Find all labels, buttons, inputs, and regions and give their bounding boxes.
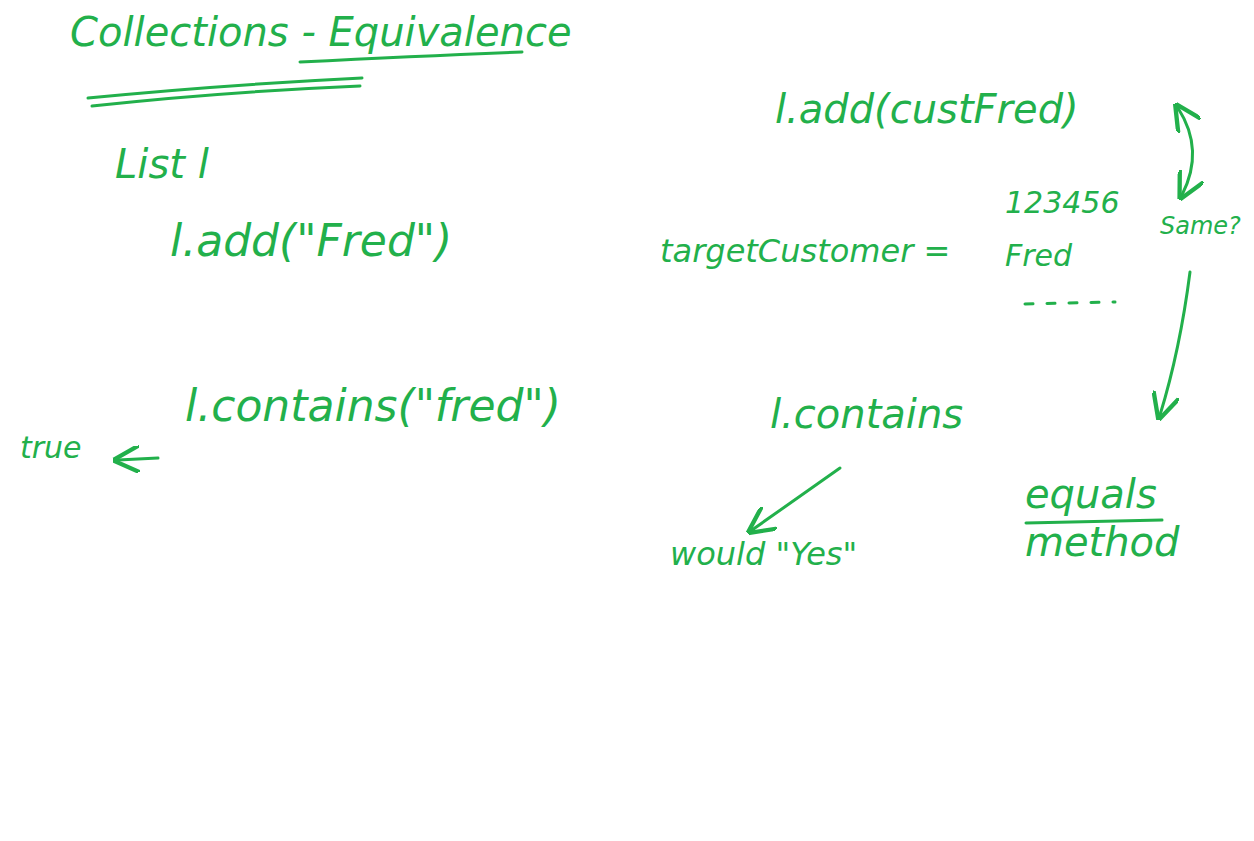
- note-text: equals method: [1025, 470, 1195, 566]
- note-text: Same?: [1160, 212, 1241, 241]
- dotted-line: [1025, 302, 1115, 304]
- page-title: Collections - Equivalence: [70, 8, 572, 56]
- title-underline: [92, 86, 360, 106]
- note-text: would "Yes": [670, 535, 857, 573]
- note-text: l.contains("fred"): [185, 380, 561, 433]
- note-text: Fred: [1005, 238, 1072, 274]
- note-text: l.add(custFred): [775, 85, 1079, 133]
- note-text: List l: [115, 140, 209, 188]
- note-text: 123456: [1005, 185, 1120, 221]
- note-text: targetCustomer =: [660, 232, 950, 270]
- note-text: l.contains: [770, 390, 963, 438]
- note-text: true: [20, 430, 82, 466]
- arrow-down-left: [752, 468, 840, 530]
- arrow-left: [118, 458, 158, 460]
- note-text: l.add("Fred"): [170, 215, 452, 268]
- curved-double-arrow: [1178, 108, 1193, 195]
- arrow-down: [1160, 272, 1190, 415]
